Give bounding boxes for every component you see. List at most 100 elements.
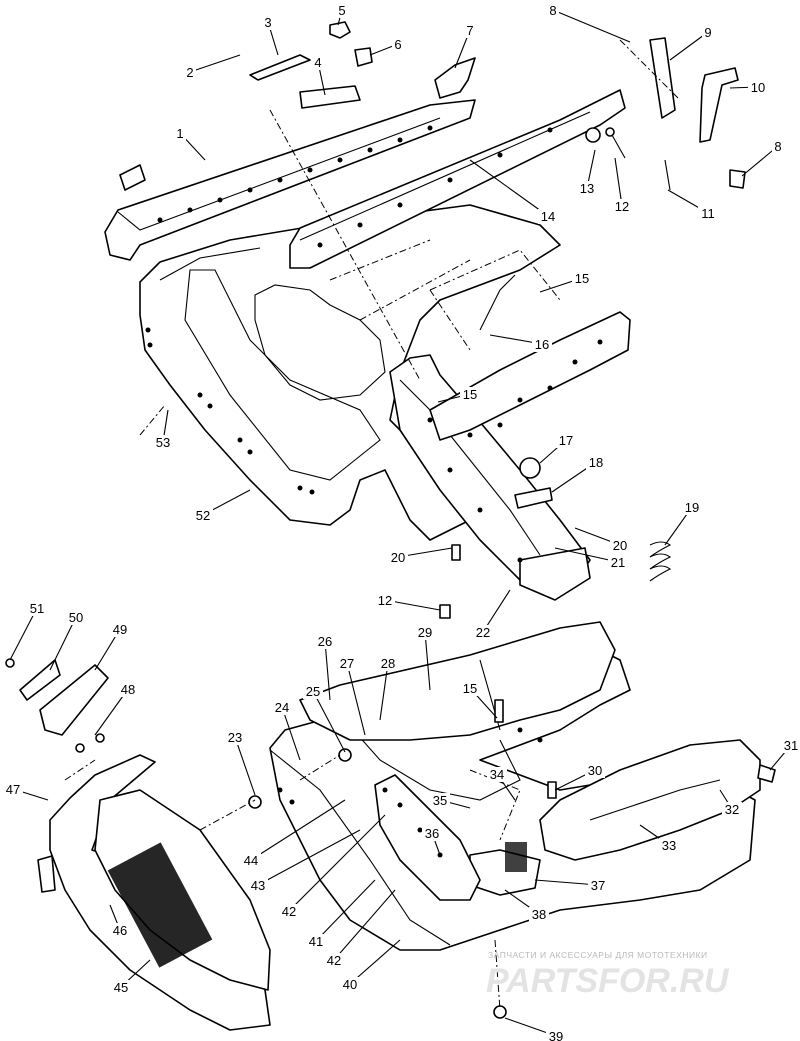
callout-21: 21 [611, 555, 625, 570]
callout-23: 23 [228, 730, 242, 745]
callout-12: 12 [378, 593, 392, 608]
callout-44: 44 [244, 853, 258, 868]
callout-bg [378, 656, 398, 671]
leader-line-26 [324, 640, 331, 701]
callout-bg [375, 593, 395, 608]
callout-53: 53 [156, 435, 170, 450]
callout-5: 5 [338, 3, 345, 18]
callout-bg [241, 853, 261, 868]
callout-bg [193, 508, 213, 523]
callout-24: 24 [275, 700, 289, 715]
callout-28: 28 [381, 656, 395, 671]
callout-16: 16 [535, 337, 549, 352]
leader-line-51 [9, 607, 38, 661]
callout-bg [529, 907, 549, 922]
callout-50: 50 [69, 610, 83, 625]
assembly-centerlines [64, 39, 681, 1011]
callout-bg [174, 126, 186, 141]
callout-bg [422, 826, 442, 841]
callout-bg [225, 730, 245, 745]
leader-line-24 [281, 706, 301, 761]
callout-bg [110, 622, 130, 637]
watermark-caption: ЗАПЧАСТИ И АКСЕССУАРЫ ДЛЯ МОТОТЕХНИКИ [488, 950, 708, 960]
callout-bg [473, 625, 493, 640]
leader-line-28 [379, 662, 389, 721]
callout-52: 52 [196, 508, 210, 523]
leader-line-43 [257, 829, 361, 886]
lower-body-panel [248, 621, 776, 1019]
callout-18: 18 [589, 455, 603, 470]
watermark-brand: PARTSFOR.RU [486, 962, 730, 1000]
callout-bg [698, 206, 718, 221]
callout-43: 43 [251, 878, 265, 893]
callout-bg [659, 838, 679, 853]
leader-line-42 [288, 814, 386, 912]
leader-line-37 [534, 879, 599, 886]
callout-bg [324, 953, 344, 968]
callout-15: 15 [463, 681, 477, 696]
callout-bg [248, 878, 268, 893]
callout-19: 19 [685, 500, 699, 515]
callout-bg [722, 802, 742, 817]
callout-bg [27, 601, 47, 616]
callout-bg [781, 738, 800, 753]
callout-51: 51 [30, 601, 44, 616]
callout-bg [272, 700, 292, 715]
callout-31: 31 [784, 738, 798, 753]
callout-bg [153, 435, 173, 450]
callout-bg [464, 23, 476, 38]
callout-42: 42 [327, 953, 341, 968]
callout-bg [608, 555, 628, 570]
callout-10: 10 [751, 80, 765, 95]
callout-41: 41 [309, 934, 323, 949]
callout-36: 36 [425, 826, 439, 841]
front-bumper-assembly [5, 658, 271, 1031]
leader-line-41 [315, 879, 376, 942]
leader-line-8 [552, 9, 631, 43]
callout-bg [610, 538, 630, 553]
callout-33: 33 [662, 838, 676, 853]
callout-bg [586, 455, 606, 470]
callout-bg [460, 681, 480, 696]
callout-38: 38 [532, 907, 546, 922]
callout-3: 3 [264, 15, 271, 30]
callout-15: 15 [463, 387, 477, 402]
callout-bg [337, 656, 357, 671]
callout-32: 32 [725, 802, 739, 817]
leader-line-21 [554, 547, 619, 563]
callout-35: 35 [433, 793, 447, 808]
callout-bg [487, 767, 507, 782]
callout-bg [118, 682, 138, 697]
leader-line-2 [189, 54, 241, 73]
callout-bg [702, 25, 714, 40]
callout-bg [682, 500, 702, 515]
grille-mesh [107, 842, 213, 968]
callout-bg [184, 65, 196, 80]
callout-bg [306, 934, 326, 949]
callout-45: 45 [114, 980, 128, 995]
callout-2: 2 [186, 65, 193, 80]
callout-25: 25 [306, 684, 320, 699]
callout-1: 1 [176, 126, 183, 141]
callout-39: 39 [549, 1029, 563, 1041]
callout-labels: 1234567891081112131415161517181920202122… [3, 3, 800, 1041]
callout-42: 42 [282, 904, 296, 919]
callout-34: 34 [490, 767, 504, 782]
callout-bg [3, 782, 23, 797]
callout-bg [110, 923, 130, 938]
leader-line-14 [469, 159, 549, 217]
callout-8: 8 [549, 3, 556, 18]
callout-8: 8 [774, 139, 781, 154]
watermark: ЗАПЧАСТИ И АКСЕССУАРЫ ДЛЯ МОТОТЕХНИКИ PA… [486, 950, 730, 1000]
callout-bg [538, 209, 558, 224]
callout-40: 40 [343, 977, 357, 992]
callout-37: 37 [591, 878, 605, 893]
callout-9: 9 [704, 25, 711, 40]
callout-7: 7 [466, 23, 473, 38]
callout-bg [577, 181, 597, 196]
callout-bg [315, 634, 335, 649]
leader-line-25 [312, 690, 346, 753]
leader-line-27 [346, 662, 366, 736]
leader-line-23 [234, 736, 256, 796]
